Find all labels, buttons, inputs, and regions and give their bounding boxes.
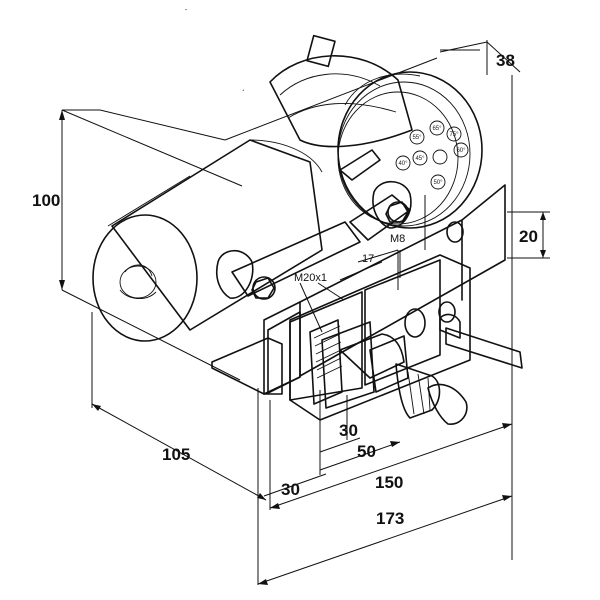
dim-depth-label: 38 [496,51,515,70]
spindle-assembly [309,313,523,425]
extension-lines [61,40,550,585]
scale-dot: 45° [412,150,428,166]
dim-spindle-50-label: 50 [357,442,376,461]
scale-dot: 60° [453,142,469,158]
thread-label: M20x1 [294,272,327,284]
gear-cover [337,71,483,229]
dim-173-label: 173 [376,509,404,528]
gear-housing [183,9,413,148]
mounting-plate [289,254,471,421]
dim-length-label: 105 [162,445,190,464]
dim-spindle-30-label: 30 [339,421,358,440]
dim-height-label: 100 [32,191,60,210]
mount-hole [446,221,464,243]
hole-label: 17 [362,253,374,265]
scale-dot: 40° [395,155,411,171]
gear-scale: 55° 65° 75° 45° 40° 60° 50° [395,120,469,190]
bolt-label: M8 [390,233,405,245]
scale-label: 60° [456,148,466,154]
scale-dot: 55° [409,129,425,145]
dim-offset-label: 20 [519,227,538,246]
scale-label: 55° [412,135,422,141]
crank-linkage [215,149,412,300]
scale-label: 75° [449,132,459,138]
dim-150-label: 150 [375,473,403,492]
dimension-lines [59,41,546,585]
scale-label: 45° [415,156,425,162]
scale-label: 50° [433,180,443,186]
dim-base-30-label: 30 [281,480,300,499]
scale-dot: 65° [429,120,445,136]
scale-dot: 50° [430,174,446,190]
scale-label: 65° [432,126,442,132]
base-bracket [211,184,506,395]
scale-dot: 75° [446,126,462,142]
dimension-labels: 100 38 20 105 30 50 30 150 173 M20x1 M8 … [32,51,538,528]
scale-label: 40° [398,161,408,167]
motor-body [92,139,323,342]
scale-center-dot [432,149,448,165]
